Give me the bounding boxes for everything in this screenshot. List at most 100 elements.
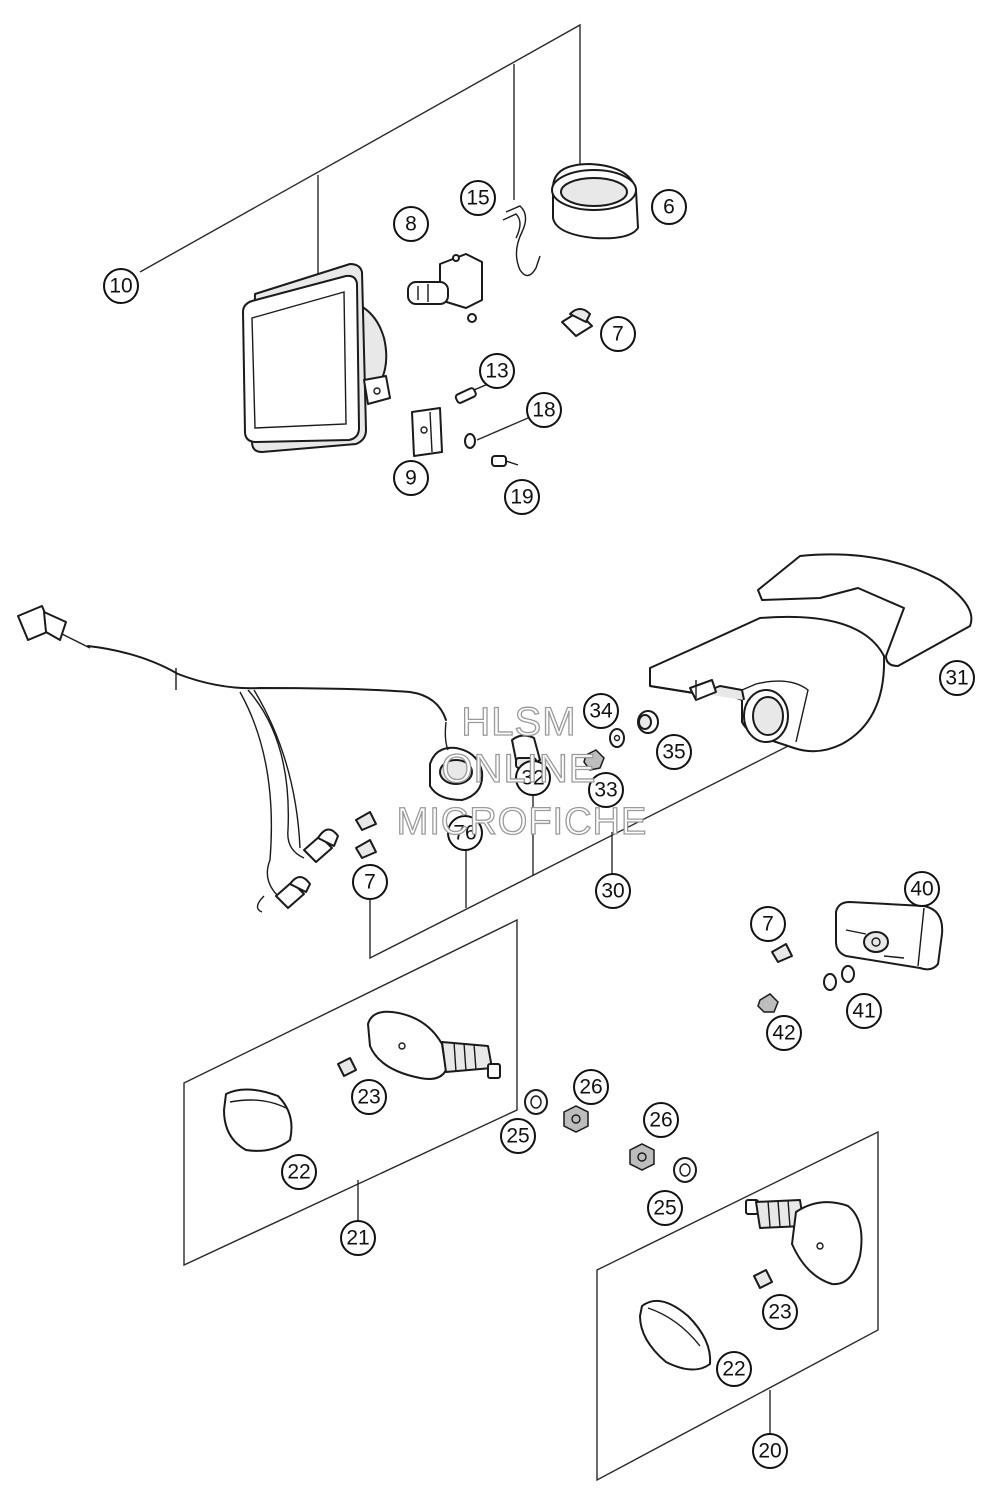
svg-text:7: 7: [762, 913, 774, 936]
watermark-line2: ONLINE: [442, 747, 597, 791]
callout-18: 18: [526, 392, 562, 428]
callout-31: 31: [939, 660, 975, 696]
license-plate-light: [835, 901, 944, 971]
washer-25-left: [524, 1089, 548, 1115]
callout-9: 9: [393, 460, 429, 496]
callout-23-right: 23: [762, 1294, 798, 1330]
svg-text:40: 40: [910, 878, 933, 901]
leader-lines: [139, 23, 879, 1482]
callout-8: 8: [393, 206, 429, 242]
callout-35: 35: [656, 734, 692, 770]
callout-41: 41: [846, 993, 882, 1029]
svg-text:13: 13: [485, 360, 508, 383]
svg-text:76: 76: [453, 822, 476, 845]
svg-text:18: 18: [532, 399, 555, 422]
watermark-line1: HLSM: [461, 700, 576, 744]
svg-text:22: 22: [287, 1161, 310, 1184]
turn-signal-left: [367, 1010, 501, 1080]
headlight-housing: [242, 263, 391, 453]
svg-text:7: 7: [612, 323, 624, 346]
svg-text:26: 26: [649, 1109, 672, 1132]
svg-text:31: 31: [945, 667, 968, 690]
wedge-bulb-1: [355, 811, 377, 831]
tail-light-housing: [649, 615, 886, 753]
callout-20: 20: [752, 1433, 788, 1469]
callout-15: 15: [460, 180, 496, 216]
svg-text:25: 25: [506, 1125, 529, 1148]
callout-40: 40: [904, 871, 940, 907]
parking-bulb-headlight: [561, 308, 593, 337]
svg-text:30: 30: [601, 880, 624, 903]
washer-25-right: [673, 1157, 697, 1183]
svg-text:9: 9: [405, 467, 417, 490]
callout-76: 76: [447, 815, 483, 851]
headlight-bulb: [407, 253, 483, 323]
svg-text:33: 33: [594, 779, 617, 802]
bulb-23-left: [337, 1057, 357, 1077]
nut-33: [583, 749, 605, 771]
callout-25-right: 25: [647, 1190, 683, 1226]
screw-19: [491, 455, 519, 467]
callout-32: 32: [515, 760, 551, 796]
rubber-dust-cap: [551, 163, 639, 240]
svg-text:22: 22: [722, 1358, 745, 1381]
callout-42: 42: [766, 1015, 802, 1051]
washer-18: [464, 433, 476, 449]
svg-text:20: 20: [758, 1440, 781, 1463]
wedge-bulb-40: [771, 943, 793, 963]
svg-text:15: 15: [466, 187, 489, 210]
svg-text:41: 41: [852, 1000, 875, 1023]
watermark-line3: MICROFICHE: [397, 801, 648, 843]
washers-41: [823, 965, 855, 991]
callout-6: 6: [651, 189, 687, 225]
svg-text:32: 32: [521, 767, 544, 790]
washer-34: [609, 728, 625, 748]
svg-text:10: 10: [109, 275, 132, 298]
screw-13: [454, 383, 489, 404]
svg-text:34: 34: [589, 700, 613, 723]
callout-10: 10: [103, 268, 139, 304]
svg-text:8: 8: [405, 213, 417, 236]
callout-19: 19: [504, 479, 540, 515]
wiring-harness: [17, 605, 447, 913]
grommet-35: [637, 710, 659, 734]
bracket-9: [411, 407, 443, 457]
svg-text:6: 6: [663, 196, 675, 219]
callout-26-right: 26: [643, 1102, 679, 1138]
callout-34: 34: [583, 693, 619, 729]
svg-text:23: 23: [357, 1086, 380, 1109]
callout-23-left: 23: [351, 1079, 387, 1115]
retaining-spring-clip: [502, 205, 541, 277]
svg-text:25: 25: [653, 1197, 676, 1220]
bulb-23-right: [753, 1269, 773, 1289]
callout-7-harness: 7: [352, 864, 388, 900]
callout-30: 30: [595, 873, 631, 909]
svg-text:26: 26: [579, 1076, 602, 1099]
lens-22-left: [223, 1088, 293, 1152]
turn-signal-right: [745, 1199, 863, 1286]
lamp-socket-76: [429, 721, 484, 801]
callout-22-left: 22: [281, 1154, 317, 1190]
svg-text:21: 21: [346, 1227, 369, 1250]
nut-26-left: [563, 1105, 589, 1133]
bulb-socket-2: [275, 876, 311, 909]
svg-text:35: 35: [662, 741, 685, 764]
callout-13: 13: [479, 353, 515, 389]
lens-22-right: [639, 1299, 712, 1371]
nut-42: [757, 993, 779, 1013]
callout-22-right: 22: [716, 1351, 752, 1387]
svg-text:7: 7: [364, 871, 376, 894]
callout-26-left: 26: [573, 1069, 609, 1105]
callout-7-headlight: 7: [600, 316, 636, 352]
callout-25-left: 25: [500, 1118, 536, 1154]
svg-text:23: 23: [768, 1301, 791, 1324]
callout-7-plate: 7: [750, 906, 786, 942]
callout-33: 33: [588, 772, 624, 808]
callout-21: 21: [340, 1220, 376, 1256]
nut-26-right: [629, 1143, 655, 1171]
svg-text:19: 19: [510, 486, 533, 509]
tail-light-cover: [757, 553, 973, 667]
svg-text:42: 42: [772, 1022, 795, 1045]
bulb-socket-1: [303, 828, 339, 863]
